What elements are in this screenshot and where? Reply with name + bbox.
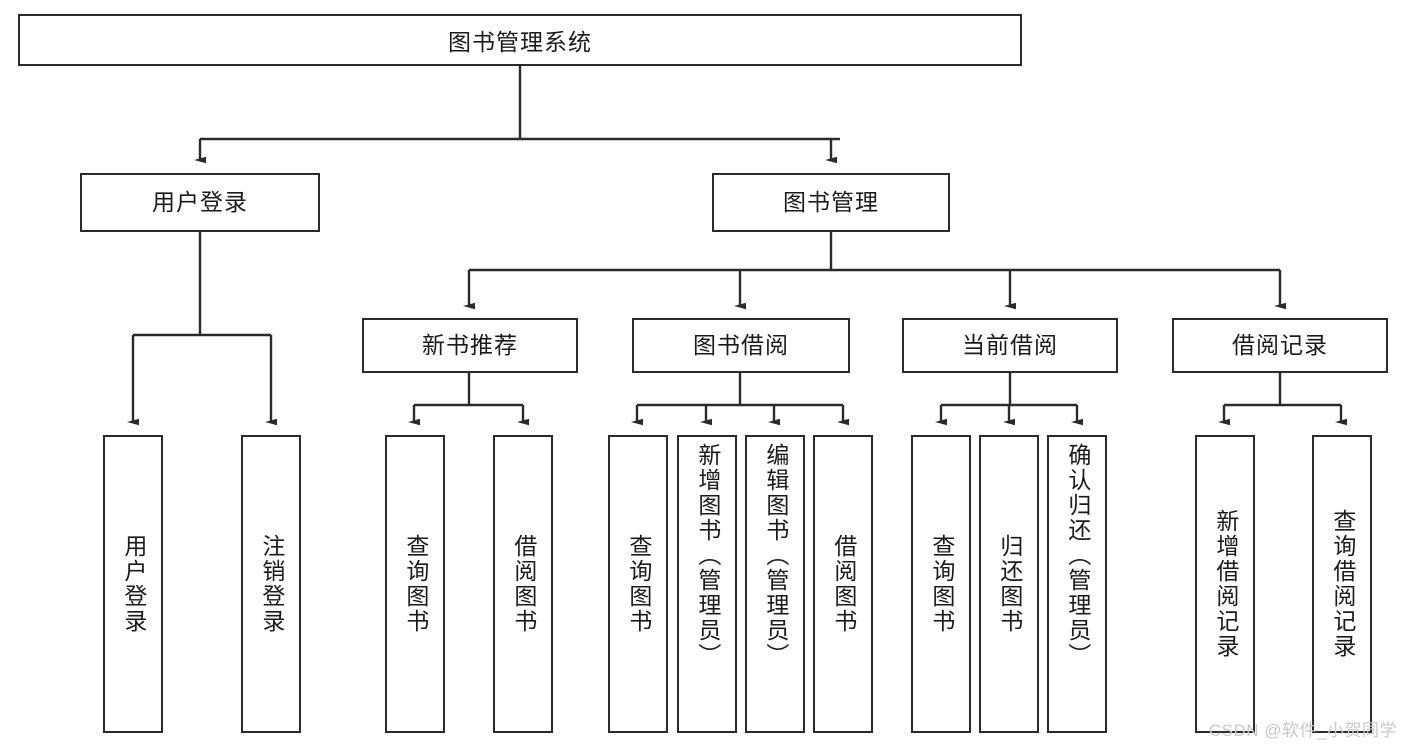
node-label: 用户登录 — [152, 189, 248, 215]
leaf-label: 查询图书 — [402, 534, 429, 634]
leaf-label: 借阅图书 — [830, 534, 857, 634]
node-label: 图书管理系统 — [448, 29, 592, 55]
leaf-label: 确认归还（管理员） — [1064, 443, 1091, 668]
leaf-add-borrow-record[interactable]: 新增借阅记录 — [1195, 435, 1255, 733]
node-book-management[interactable]: 图书管理 — [712, 173, 950, 232]
leaf-edit-book-admin[interactable]: 编辑图书（管理员） — [745, 435, 805, 733]
node-label: 图书管理 — [783, 189, 879, 215]
node-user-login[interactable]: 用户登录 — [80, 173, 320, 232]
node-label: 新书推荐 — [422, 332, 518, 358]
leaf-borrow-book-recommend[interactable]: 借阅图书 — [493, 435, 553, 733]
leaf-label: 借阅图书 — [510, 534, 537, 634]
watermark: CSDN @软件_小贺同学 — [1208, 721, 1397, 740]
leaf-query-book-borrow[interactable]: 查询图书 — [608, 435, 668, 733]
node-borrow-records[interactable]: 借阅记录 — [1172, 318, 1388, 373]
leaf-label: 注销登录 — [258, 534, 285, 634]
node-book-borrowing[interactable]: 图书借阅 — [632, 318, 850, 373]
node-label: 当前借阅 — [962, 332, 1058, 358]
leaf-user-login[interactable]: 用户登录 — [103, 435, 163, 733]
leaf-return-book[interactable]: 归还图书 — [979, 435, 1039, 733]
leaf-label: 编辑图书（管理员） — [762, 443, 789, 668]
leaf-label: 归还图书 — [996, 534, 1023, 634]
node-book-management-system[interactable]: 图书管理系统 — [18, 14, 1022, 66]
leaf-label: 查询借阅记录 — [1329, 509, 1356, 659]
leaf-logout[interactable]: 注销登录 — [241, 435, 301, 733]
leaf-label: 用户登录 — [120, 534, 147, 634]
leaf-query-borrow-record[interactable]: 查询借阅记录 — [1312, 435, 1372, 733]
leaf-query-book-current[interactable]: 查询图书 — [911, 435, 971, 733]
node-label: 图书借阅 — [693, 332, 789, 358]
node-label: 借阅记录 — [1232, 332, 1328, 358]
leaf-query-book-recommend[interactable]: 查询图书 — [385, 435, 445, 733]
node-current-borrowing[interactable]: 当前借阅 — [902, 318, 1118, 373]
leaf-label: 新增借阅记录 — [1212, 509, 1239, 659]
leaf-label: 新增图书（管理员） — [694, 443, 721, 668]
leaf-label: 查询图书 — [625, 534, 652, 634]
leaf-confirm-return-admin[interactable]: 确认归还（管理员） — [1047, 435, 1107, 733]
leaf-lend-book[interactable]: 借阅图书 — [813, 435, 873, 733]
node-new-book-recommendation[interactable]: 新书推荐 — [362, 318, 578, 373]
leaf-add-book-admin[interactable]: 新增图书（管理员） — [677, 435, 737, 733]
leaf-label: 查询图书 — [928, 534, 955, 634]
